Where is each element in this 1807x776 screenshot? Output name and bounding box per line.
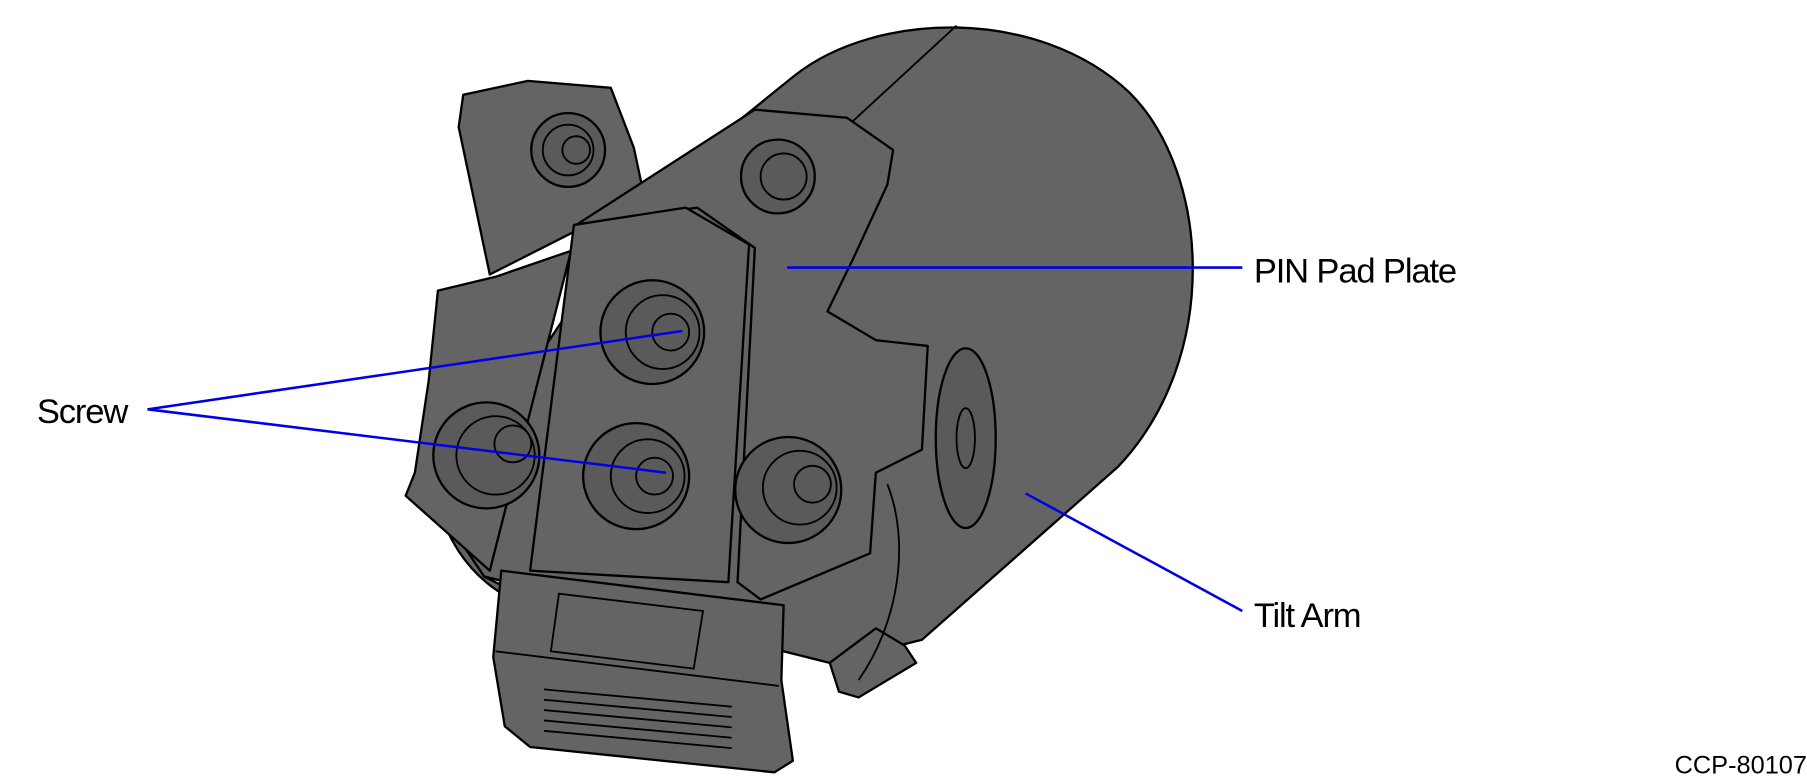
- figure-id: CCP-80107: [1675, 751, 1807, 776]
- pin-pad-plate-label: PIN Pad Plate: [1254, 253, 1456, 291]
- screw-leader-lower: [147, 408, 667, 474]
- front-tab-part: [492, 483, 918, 774]
- pin-pad-plate-part: [528, 108, 929, 601]
- screw-label: Screw: [37, 393, 129, 431]
- tilt-arm-leader: [1025, 492, 1243, 613]
- screw-leader-upper: [147, 329, 683, 411]
- tilt-arm-label: Tilt Arm: [1254, 597, 1361, 635]
